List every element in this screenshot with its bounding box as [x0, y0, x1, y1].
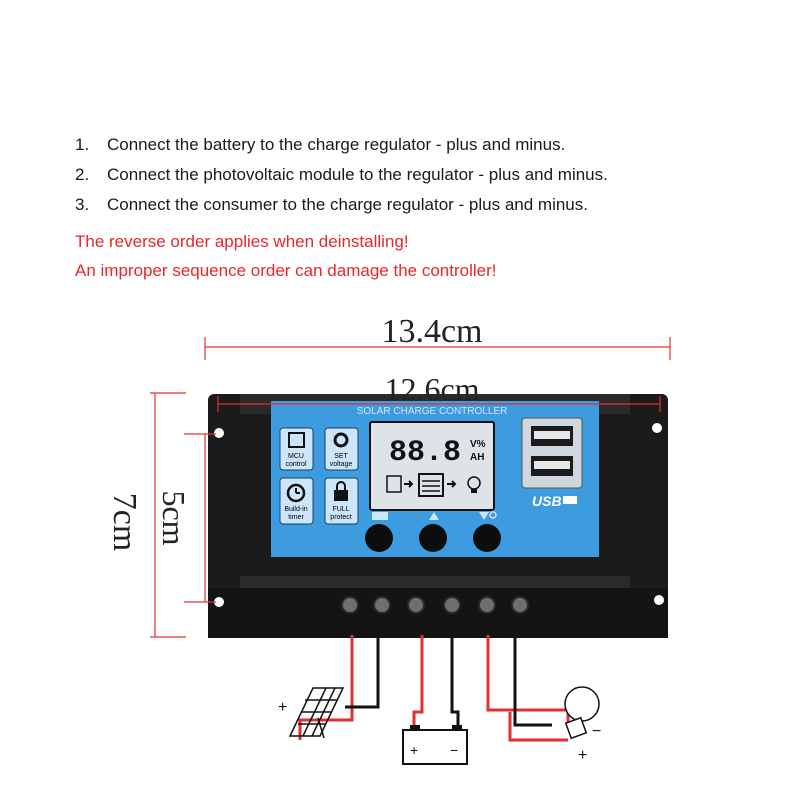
step-text: Connect the battery to the charge regula… — [107, 135, 566, 154]
button-icons — [372, 511, 497, 520]
controller-diagram: 13.4cm 7cm SOLAR CHARGE CONTROLLER MCU c… — [106, 313, 671, 765]
step-item: 2. Connect the photovoltaic module to the… — [75, 160, 775, 190]
hole-width-label: 12.6cm — [384, 371, 479, 407]
protect-label-1: FULL — [332, 506, 349, 513]
warning-damage: An improper sequence order can damage th… — [75, 261, 497, 280]
mcu-label-1: MCU — [288, 453, 304, 460]
mcu-control-badge: MCU control — [279, 427, 314, 471]
panel-title: SOLAR CHARGE CONTROLLER — [357, 406, 508, 417]
step-number: 2. — [75, 165, 90, 184]
triangle-up-icon — [429, 512, 439, 520]
solar-panel-icon — [288, 687, 345, 739]
overall-height-label: 7cm — [106, 493, 143, 552]
battery-icon: + − — [402, 725, 468, 765]
lcd-solar-icon — [386, 475, 402, 493]
hole-width-dimension: 12.6cm — [217, 371, 661, 412]
overall-width-dimension: 13.4cm — [204, 313, 671, 360]
terminal-block — [341, 596, 529, 614]
set-label-2: voltage — [330, 461, 353, 468]
clock-icon — [286, 483, 306, 503]
hole-height-label: 5cm — [156, 490, 192, 545]
mounting-hole — [214, 428, 224, 438]
set-label-1: SET — [334, 453, 348, 460]
gear-icon — [333, 432, 349, 448]
terminal-screw — [341, 596, 359, 614]
step-item: 1. Connect the battery to the charge regu… — [75, 130, 775, 160]
up-button[interactable] — [419, 524, 447, 552]
hole-height-dimension: 5cm — [156, 433, 216, 603]
usb-ports: USB — [521, 417, 583, 509]
lock-icon — [334, 490, 348, 501]
solar-plus-sign: + — [278, 699, 287, 716]
lcd-screen: 88.8 V% AH — [369, 421, 495, 511]
lcd-arrow-icon — [404, 480, 414, 488]
light-bulb-icon — [564, 686, 600, 740]
step-text: Connect the photovoltaic module to the r… — [107, 165, 608, 184]
step-item: 3. Connect the consumer to the charge reg… — [75, 190, 775, 220]
menu-button[interactable] — [365, 524, 393, 552]
timer-badge: Build-in timer — [279, 477, 314, 525]
screen-icon — [372, 512, 388, 520]
power-icon — [489, 511, 497, 519]
step-number: 3. — [75, 195, 90, 214]
usb-icon — [563, 496, 577, 504]
overall-width-label: 13.4cm — [381, 313, 482, 350]
step-number: 1. — [75, 135, 90, 154]
lcd-arrow-icon — [447, 480, 457, 488]
lcd-unit-bottom: AH — [470, 452, 484, 463]
full-protect-badge: FULL protect — [324, 477, 359, 525]
terminal-screw — [511, 596, 529, 614]
mounting-hole — [214, 597, 224, 607]
load-minus-sign: − — [592, 723, 601, 740]
instruction-list: 1. Connect the battery to the charge regu… — [75, 130, 775, 220]
lcd-unit-top: V% — [470, 439, 486, 450]
lcd-battery-icon — [418, 473, 444, 497]
terminal-screw — [407, 596, 425, 614]
step-text: Connect the consumer to the charge regul… — [107, 195, 588, 214]
wiring — [298, 635, 570, 742]
warning-reverse-order: The reverse order applies when deinstall… — [75, 232, 409, 251]
mcu-label-2: control — [285, 461, 306, 468]
timer-label-1: Build-in — [284, 506, 307, 513]
chip-icon — [288, 432, 305, 448]
down-button[interactable] — [473, 524, 501, 552]
mounting-hole — [652, 423, 662, 433]
charge-controller: SOLAR CHARGE CONTROLLER MCU control SET … — [208, 394, 668, 638]
triangle-down-icon — [479, 512, 489, 520]
battery-plus-sign: + — [410, 742, 418, 758]
terminal-screw — [373, 596, 391, 614]
terminal-screw — [478, 596, 496, 614]
timer-label-2: timer — [288, 514, 304, 521]
lcd-digits: 88.8 — [389, 436, 461, 470]
battery-minus-sign: − — [450, 742, 458, 758]
mounting-hole — [654, 595, 664, 605]
usb-label: USB — [532, 493, 562, 509]
overall-height-dimension: 7cm — [106, 392, 186, 638]
set-voltage-badge: SET voltage — [324, 427, 359, 471]
terminal-screw — [443, 596, 461, 614]
load-plus-sign: + — [578, 747, 587, 764]
protect-label-2: protect — [330, 514, 351, 521]
